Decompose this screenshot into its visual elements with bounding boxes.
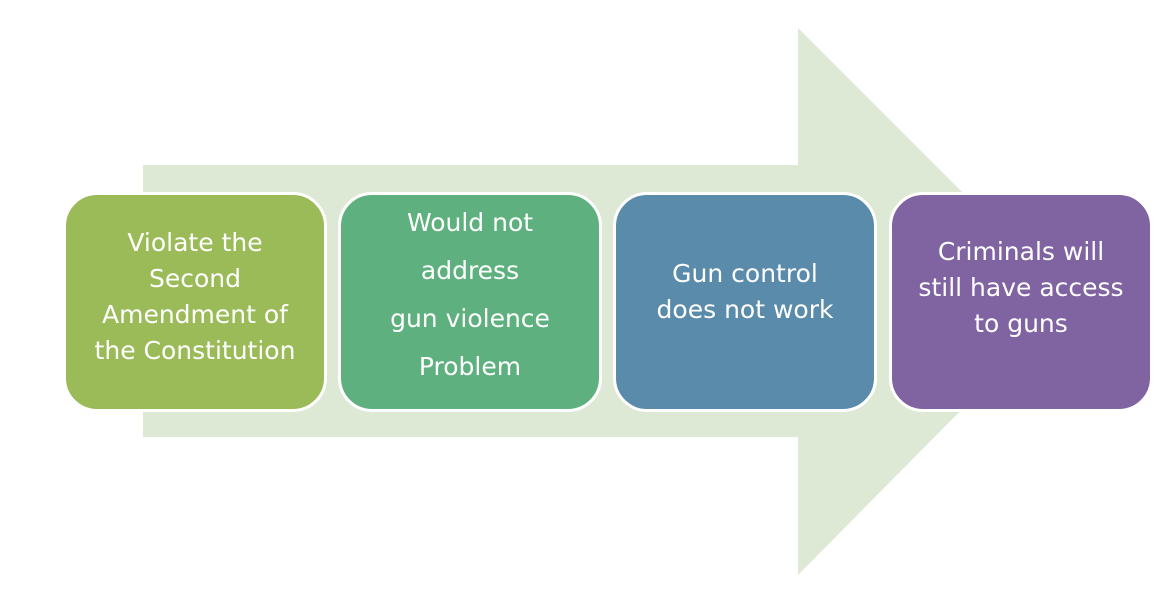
step-label-2: Would not address gun violence Problem	[390, 208, 550, 381]
step-label-3: Gun control does not work	[656, 259, 834, 324]
arrow-shape	[143, 28, 1070, 575]
step-box-2: Would not address gun violence Problem	[338, 192, 602, 412]
step-label-4: Criminals will still have access to guns	[918, 237, 1124, 338]
step-box-1: Violate the Second Amendment of the Cons…	[63, 192, 327, 412]
step-label-1: Violate the Second Amendment of the Cons…	[94, 228, 296, 365]
step-box-3: Gun control does not work	[613, 192, 877, 412]
step-box-4: Criminals will still have access to guns	[889, 192, 1153, 412]
